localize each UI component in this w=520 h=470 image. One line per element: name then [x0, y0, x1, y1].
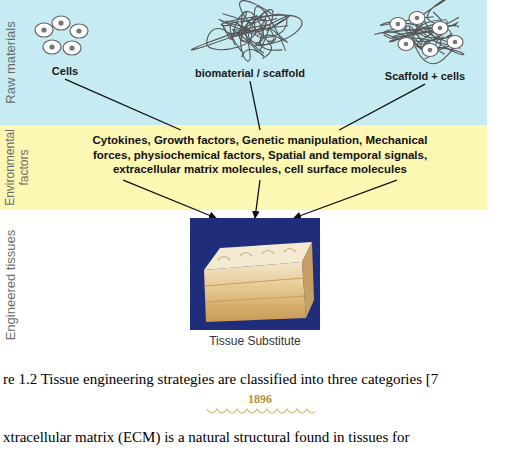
band-label: Raw materials [4, 3, 19, 122]
seeded-cell-nuclei [396, 16, 458, 53]
connector-line [294, 180, 397, 218]
band-label: Engineered tissues [4, 213, 19, 357]
figure-caption: re 1.2 Tissue engineering strategies are… [3, 370, 517, 388]
connector-line [250, 81, 260, 130]
material-label: biomaterial / scaffold [195, 67, 305, 80]
band-label-holder: Environmental factors [4, 128, 32, 207]
fiber-stroke [223, 14, 283, 51]
watermark-year: 1896 [3, 392, 517, 406]
band-label-holder: Engineered tissues [4, 213, 19, 357]
connector-line [339, 84, 425, 130]
tissue-top [204, 242, 312, 270]
raw-materials-illustration [0, 0, 487, 125]
environmental-factors-band: Environmental factors Cytokines, Growth f… [0, 125, 487, 210]
tissue-layers [205, 278, 305, 302]
material-label: Cells [50, 64, 80, 79]
tissue-caption: Tissue Substitute [190, 334, 320, 348]
watermark-scroll [205, 406, 315, 416]
connector-line [123, 180, 216, 218]
cells-drawing [35, 16, 88, 55]
material-label: Cells [52, 65, 78, 78]
body-text: xtracellular matrix (ECM) is a natural s… [3, 428, 517, 448]
scaffold-fibers [191, 1, 302, 61]
band-label-holder: Raw materials [4, 3, 19, 122]
factors-text: Cytokines, Growth factors, Genetic manip… [84, 133, 436, 177]
factors-text-box: Cytokines, Growth factors, Genetic manip… [80, 130, 440, 180]
tissue-side [302, 242, 314, 318]
material-label: Scaffold + cells [385, 70, 465, 83]
raw-materials-band: Raw materialsCells biomaterial / scaffold… [0, 0, 487, 125]
seeded-cells [390, 12, 463, 57]
tissue-substitute: Tissue Substitute [190, 218, 320, 348]
fiber-stroke [380, 17, 441, 59]
connector-line [255, 180, 260, 218]
fiber-stroke [259, 27, 288, 45]
engineered-tissues-band: Engineered tissues Tissue Substitute [0, 210, 487, 360]
band-label: Environmental factors [4, 128, 32, 207]
material-label: biomaterial / scaffold [193, 66, 307, 81]
tissue-illustration [190, 218, 320, 330]
material-label: Scaffold + cells [383, 69, 467, 84]
text-flow: re 1.2 Tissue engineering strategies are… [3, 370, 517, 448]
tissue-bumps [218, 249, 296, 261]
cell-nuclei [41, 20, 81, 50]
fiber-stroke [241, 11, 264, 53]
tissue-frame [190, 218, 320, 330]
fiber-stroke [230, 15, 257, 61]
scaffold-fibers [375, 0, 464, 64]
connector-line [65, 79, 181, 130]
tissue-front [204, 262, 306, 322]
